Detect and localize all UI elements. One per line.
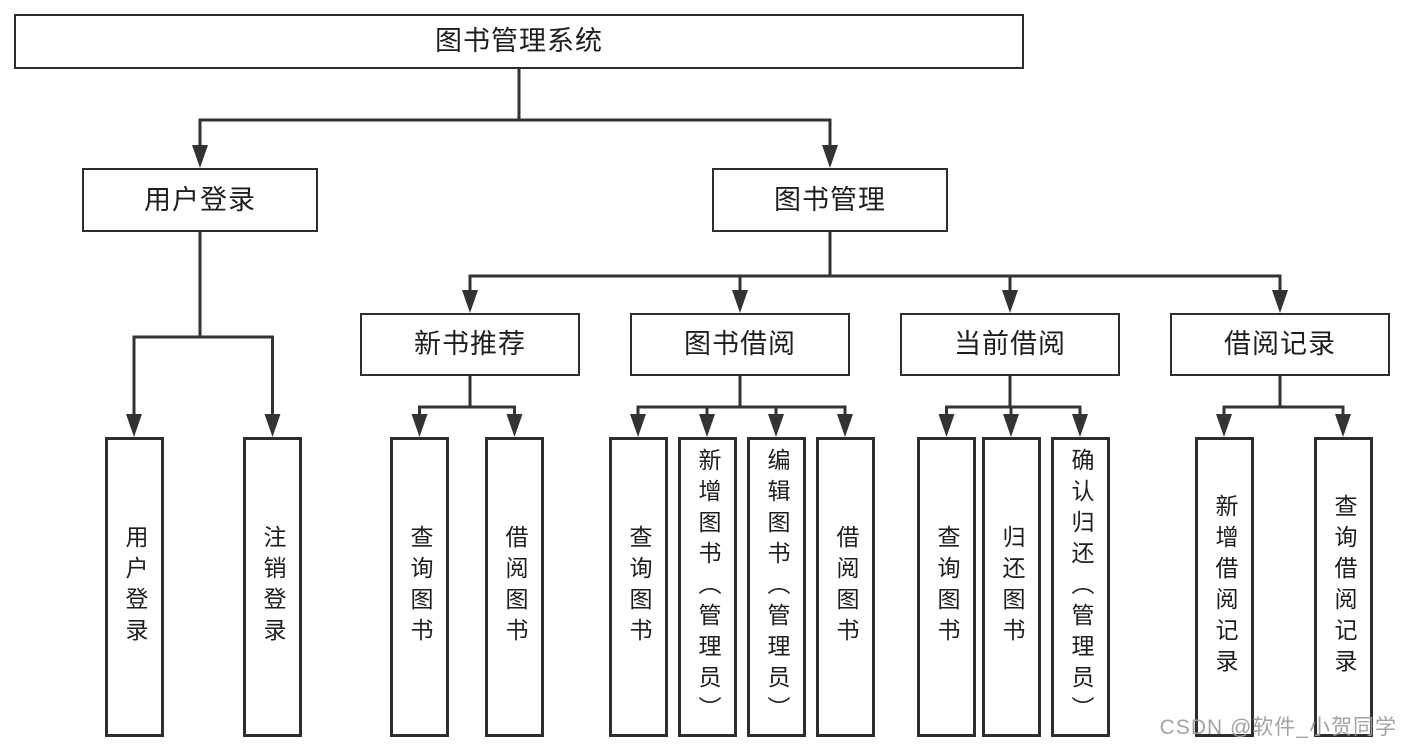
leaf-add-borrow-record: 新增借阅记录 [1195, 437, 1254, 737]
leaf-edit-books-admin: 编辑图书（管理员） [747, 437, 806, 737]
node-current-borrow: 当前借阅 [900, 313, 1120, 376]
connector-user-login [132, 232, 274, 419]
leaf-query-books-borrow: 查询图书 [609, 437, 668, 737]
connector-book-borrow [636, 376, 847, 419]
node-borrow-record: 借阅记录 [1170, 313, 1390, 376]
arrow-icon [768, 414, 784, 437]
leaf-logout-login: 注销登录 [243, 437, 302, 737]
arrow-icon [411, 414, 428, 437]
arrow-icon [1272, 290, 1288, 313]
leaf-query-books-recommend: 查询图书 [390, 437, 449, 737]
connector-borrow-record [1222, 376, 1345, 419]
leaf-borrow-books-recommend: 借阅图书 [485, 437, 544, 737]
leaf-user-login: 用户登录 [105, 437, 164, 737]
csdn-watermark: CSDN @软件_小贺同学 [1159, 716, 1397, 739]
arrow-icon [192, 145, 208, 168]
arrow-icon [822, 145, 838, 168]
leaf-add-books-admin: 新增图书（管理员） [678, 437, 737, 737]
arrow-icon [1072, 414, 1088, 437]
arrow-icon [506, 414, 523, 437]
leaf-borrow-books: 借阅图书 [816, 437, 875, 737]
leaf-confirm-return-admin: 确认归还（管理员） [1051, 437, 1110, 737]
connector-book-management [468, 232, 1282, 295]
arrow-icon [630, 414, 646, 437]
arrow-icon [1003, 414, 1019, 437]
arrow-icon [264, 414, 281, 437]
arrow-icon [1002, 290, 1018, 313]
arrow-icon [732, 290, 748, 313]
connector-root [198, 69, 832, 150]
arrow-icon [1335, 414, 1351, 437]
arrow-icon [126, 414, 142, 437]
arrow-icon [837, 414, 853, 437]
arrow-icon [699, 414, 715, 437]
arrow-icon [938, 414, 955, 437]
leaf-return-books: 归还图书 [982, 437, 1041, 737]
node-book-borrow: 图书借阅 [630, 313, 850, 376]
arrow-icon [462, 290, 478, 313]
node-book-management: 图书管理 [712, 168, 948, 232]
node-new-book-recommend: 新书推荐 [360, 313, 580, 376]
arrow-icon [1216, 414, 1232, 437]
node-user-login: 用户登录 [82, 168, 318, 232]
node-library-system: 图书管理系统 [14, 14, 1024, 69]
connector-new-book [418, 376, 516, 419]
connector-current-borrow [945, 376, 1082, 419]
leaf-query-borrow-record: 查询借阅记录 [1314, 437, 1373, 737]
leaf-query-books-current: 查询图书 [917, 437, 976, 737]
